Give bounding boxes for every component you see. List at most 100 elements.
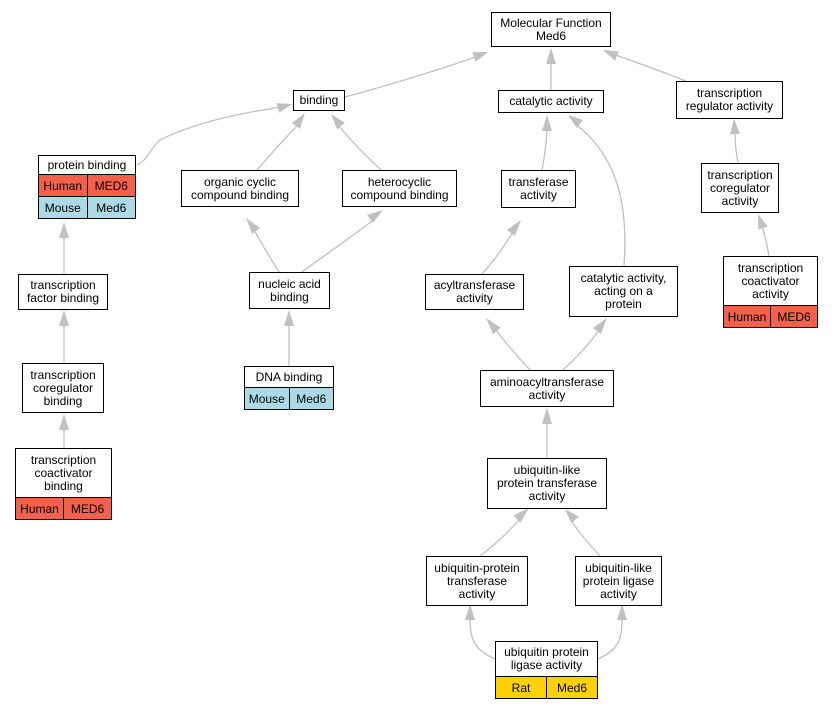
gene-cell: MED6 (63, 498, 111, 519)
edge-nab-hetero-arrowhead (367, 210, 383, 224)
edge-tra-root-line (612, 53, 687, 82)
edge-nab-hetero-line (301, 220, 373, 273)
edge-tcaa-tcra (758, 214, 770, 257)
node-label-line: aminoacyltransferase (489, 374, 605, 389)
node-label-line: DNA binding (255, 369, 323, 384)
node-label-line: acting on a (594, 284, 653, 298)
edge-acyl-transferase-arrowhead (507, 220, 521, 237)
edge-dna-nab (284, 310, 294, 366)
edge-acyl-transferase-line (481, 231, 514, 275)
node-label: catalytic activity (499, 91, 603, 112)
node-label-line: transferase (508, 175, 569, 189)
edge-upl-ulpl (597, 604, 627, 660)
node-label-line: binding (44, 478, 83, 493)
species-cell: Human (20, 501, 59, 516)
node-label-line: transcription (707, 167, 773, 182)
node-label-line: Med6 (535, 28, 567, 43)
edge-ubl-amino (542, 408, 552, 458)
edge-upt-ubl-line (479, 518, 521, 557)
node-label-line: activity (458, 586, 496, 601)
edge-upt-ubl-arrowhead (513, 508, 529, 523)
node-label: protein binding (39, 156, 135, 174)
node-label-line: ubiquitin protein (504, 645, 589, 659)
node-label-line: transcription (696, 86, 763, 100)
edge-hetero-binding (331, 114, 382, 171)
edge-tcra-tra-arrowhead (730, 119, 740, 135)
edge-amino-cap-arrowhead (593, 318, 607, 335)
edge-acyl-transferase (481, 220, 521, 275)
node-label-line: transcription (737, 260, 804, 275)
node-label-line: regulator activity (685, 99, 774, 113)
edge-tcab-tcrb (59, 414, 69, 448)
edge-tcab-tcrb-arrowhead (59, 414, 69, 430)
edge-amino-acyl-arrowhead (486, 318, 501, 335)
go-node-binding[interactable]: binding (293, 90, 345, 111)
node-label-line: activity (752, 286, 789, 301)
node-label-line: ubiquitin-protein (434, 560, 520, 575)
node-label-line: coregulator (32, 380, 94, 395)
node-label-line: catalytic activity (509, 94, 593, 108)
node-label-line: protein binding (47, 157, 127, 172)
edge-ulpl-ubl (565, 509, 601, 557)
edge-tcaa-tcra-arrowhead (758, 214, 768, 230)
node-label-line: ligase activity (510, 658, 583, 672)
species-cell: Mouse (248, 391, 285, 406)
edge-tcra-tra-line (734, 133, 739, 164)
gene-cell: MED6 (770, 306, 817, 327)
node-label-line: nucleic acid (258, 276, 321, 291)
node-label-line: activity (520, 188, 557, 202)
edge-cap-catalytic-arrowhead (568, 115, 583, 128)
node-label-line: binding (299, 93, 339, 107)
node-label-line: transcription (30, 367, 96, 382)
node-label-line: binding (270, 289, 309, 304)
edge-organic-binding-arrowhead (291, 113, 305, 129)
edge-hetero-binding-line (338, 125, 382, 171)
edge-organic-binding (256, 113, 305, 171)
edge-cap-catalytic-line (577, 125, 626, 267)
edge-amino-acyl (486, 318, 531, 371)
node-label-line: ubiquitin-like (585, 560, 652, 575)
species-cell: Human (727, 309, 767, 324)
edge-upl-ulpl-line (597, 619, 623, 660)
edge-binding-root (344, 52, 488, 98)
species-cell: Mouse (44, 200, 81, 215)
node-label-line: transcription (30, 278, 96, 292)
node-label-line: protein (605, 297, 642, 311)
edge-tra-root-arrowhead (603, 50, 619, 61)
edge-dna-nab-arrowhead (284, 310, 294, 326)
node-label-line: transferase (446, 573, 508, 588)
go-node-catalytic[interactable]: catalytic activity (498, 90, 604, 113)
annotation-row: Human MED6 (16, 497, 111, 519)
edge-transferase-catalytic-line (541, 130, 548, 171)
node-label-line: acyltransferase (433, 278, 516, 292)
node-label-line: coactivator (34, 465, 93, 480)
node-label-line: binding (43, 393, 83, 408)
